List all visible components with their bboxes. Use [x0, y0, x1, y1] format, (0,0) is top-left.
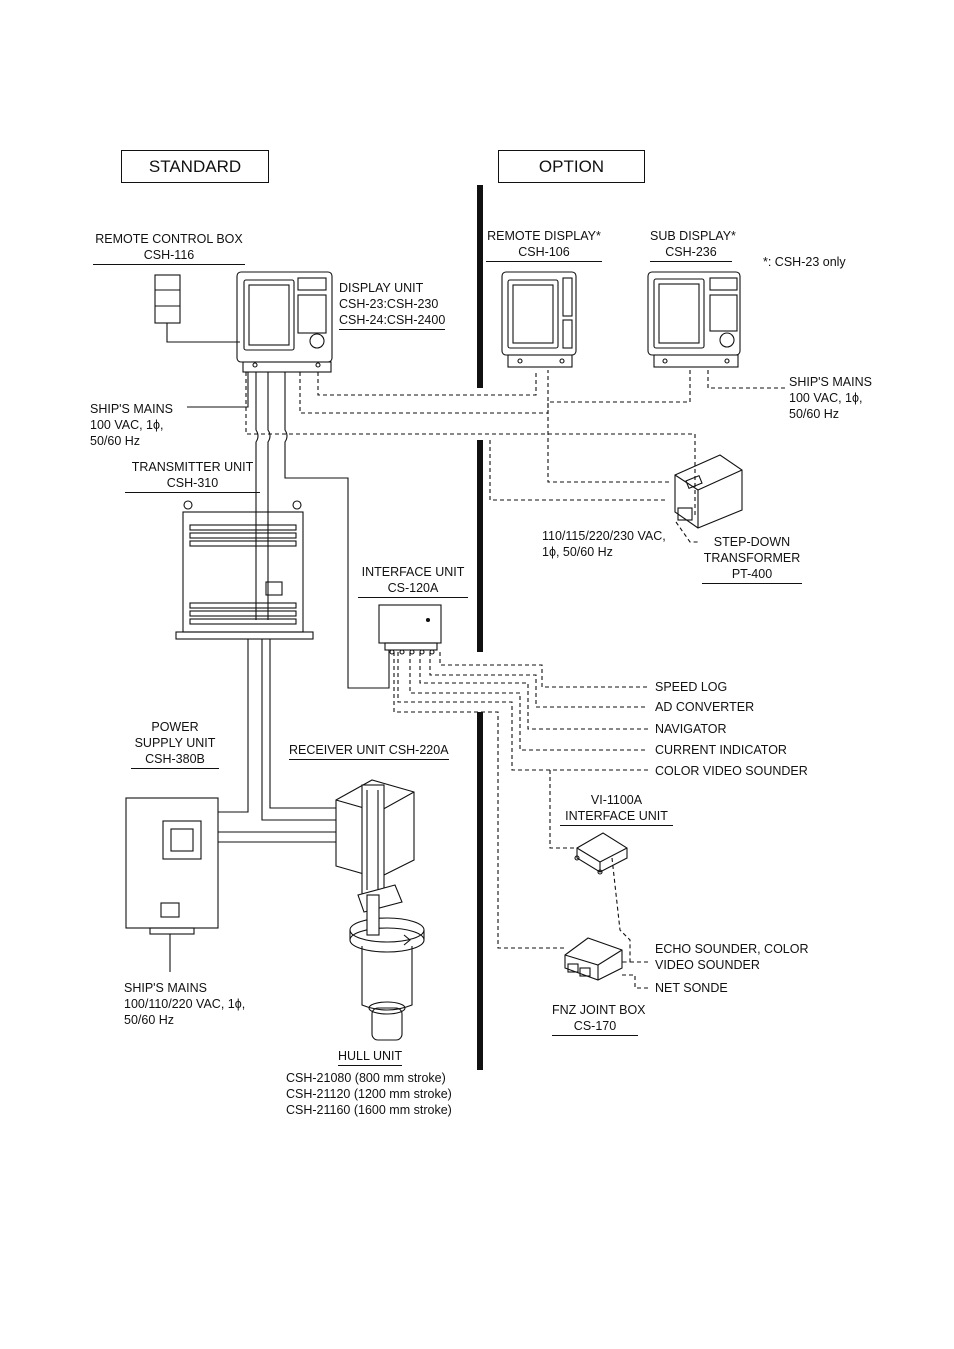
- external-device-color-video-sounder: COLOR VIDEO SOUNDER: [655, 764, 808, 778]
- fnz-joint-box-label: FNZ JOINT BOX CS-170: [552, 1002, 646, 1036]
- remote-control-box-drawing: [154, 274, 240, 343]
- display-unit-model-b: CSH-24:CSH-2400: [339, 312, 446, 330]
- display-unit-drawing: [236, 271, 333, 373]
- remote-control-box-title: REMOTE CONTROL BOX: [95, 232, 243, 246]
- interface-unit-title: INTERFACE UNIT: [361, 565, 465, 579]
- display-unit-title: DISPLAY UNIT: [339, 281, 424, 295]
- fnz-joint-box-title: FNZ JOINT BOX: [552, 1003, 646, 1017]
- step-down-line1: STEP-DOWN: [713, 535, 791, 549]
- external-device-ad-converter: AD CONVERTER: [655, 700, 755, 714]
- hull-unit-variant: CSH-21160 (1600 mm stroke): [286, 1103, 452, 1117]
- transmitter-unit-drawing: [175, 500, 314, 640]
- vi-interface-line2: INTERFACE UNIT: [565, 809, 668, 823]
- step-down-model: PT-400: [731, 567, 773, 581]
- receiver-unit-label: RECEIVER UNIT CSH-220A: [289, 742, 449, 760]
- external-device-speed-log: SPEED LOG: [655, 680, 728, 694]
- transformer-input-line1: 110/115/220/230 VAC,: [542, 529, 666, 543]
- fnz-joint-box-model: CS-170: [573, 1019, 617, 1033]
- hull-unit-variant: CSH-21120 (1200 mm stroke): [286, 1087, 452, 1101]
- mains-left-line2: 100 VAC, 1ϕ,: [90, 418, 164, 432]
- vi-interface-line1: VI-1100A: [590, 793, 643, 807]
- mains-left-line1: SHIP'S MAINS: [90, 402, 173, 416]
- mains-right-line3: 50/60 Hz: [789, 407, 840, 421]
- mains-bottom-label: SHIP'S MAINS 100/110/220 VAC, 1ϕ, 50/60 …: [124, 980, 245, 1028]
- remote-display-title: REMOTE DISPLAY*: [487, 229, 601, 243]
- transformer-input-line2: 1ϕ, 50/60 Hz: [542, 545, 613, 559]
- power-supply-model: CSH-380B: [145, 752, 205, 766]
- interface-unit-label: INTERFACE UNIT CS-120A: [358, 564, 468, 598]
- remote-control-box-label: REMOTE CONTROL BOX CSH-116: [93, 231, 245, 265]
- sub-display-model: CSH-236: [665, 245, 717, 259]
- sub-display-title: SUB DISPLAY*: [650, 229, 736, 243]
- display-unit-model-a: CSH-23:CSH-230: [339, 297, 439, 311]
- hull-unit-title: HULL UNIT: [338, 1048, 403, 1066]
- power-supply-line2: SUPPLY UNIT: [134, 736, 216, 750]
- step-down-line2: TRANSFORMER: [703, 551, 801, 565]
- interface-unit-drawing: [378, 604, 442, 655]
- solid-cables-bottom: [218, 639, 336, 843]
- divider-bars: [477, 185, 483, 1070]
- fnz-joint-box-drawing: [564, 937, 623, 981]
- remote-control-box-model: CSH-116: [143, 248, 195, 262]
- step-down-transformer-drawing: [674, 454, 743, 529]
- power-supply-drawing: [125, 797, 219, 972]
- net-sonde-label: NET SONDE: [655, 981, 728, 995]
- remote-display-drawing: [501, 271, 577, 368]
- mains-right-line1: SHIP'S MAINS: [789, 375, 872, 389]
- mains-bottom-line1: SHIP'S MAINS: [124, 981, 207, 995]
- remote-display-model: CSH-106: [518, 245, 570, 259]
- power-supply-line1: POWER: [151, 720, 199, 734]
- interface-unit-model: CS-120A: [387, 581, 439, 595]
- transmitter-unit-label: TRANSMITTER UNIT CSH-310: [125, 459, 260, 493]
- step-down-label: STEP-DOWN TRANSFORMER PT-400: [702, 534, 802, 584]
- mains-bottom-line2: 100/110/220 VAC, 1ϕ,: [124, 997, 246, 1011]
- sub-display-drawing: [647, 271, 741, 368]
- mains-left-label: SHIP'S MAINS 100 VAC, 1ϕ, 50/60 Hz: [90, 401, 173, 449]
- echo-sounder-label: ECHO SOUNDER, COLOR VIDEO SOUNDER: [655, 941, 809, 973]
- mains-right-label: SHIP'S MAINS 100 VAC, 1ϕ, 50/60 Hz: [789, 374, 872, 422]
- echo-sounder-line1: ECHO SOUNDER, COLOR: [655, 942, 809, 956]
- mains-left-line3: 50/60 Hz: [90, 434, 141, 448]
- mains-right-line2: 100 VAC, 1ϕ,: [789, 391, 863, 405]
- transmitter-unit-model: CSH-310: [166, 476, 219, 490]
- sub-display-label: SUB DISPLAY* CSH-236: [650, 228, 736, 262]
- transmitter-unit-title: TRANSMITTER UNIT: [131, 460, 254, 474]
- dashed-cables-top: [245, 370, 785, 543]
- hull-unit-variants: CSH-21080 (800 mm stroke) CSH-21120 (120…: [286, 1070, 452, 1118]
- mains-bottom-line3: 50/60 Hz: [124, 1013, 175, 1027]
- solid-cables-top: [187, 372, 390, 689]
- power-supply-label: POWER SUPPLY UNIT CSH-380B: [131, 719, 219, 769]
- vi-interface-label: VI-1100A INTERFACE UNIT: [560, 792, 673, 826]
- receiver-unit-title: RECEIVER UNIT CSH-220A: [289, 743, 449, 757]
- external-device-current-indicator: CURRENT INDICATOR: [655, 743, 787, 757]
- transformer-input-label: 110/115/220/230 VAC, 1ϕ, 50/60 Hz: [542, 528, 666, 560]
- standard-header: STANDARD: [121, 150, 269, 183]
- display-unit-label: DISPLAY UNIT CSH-23:CSH-230 CSH-24:CSH-2…: [339, 280, 446, 330]
- remote-display-label: REMOTE DISPLAY* CSH-106: [486, 228, 602, 262]
- receiver-hull-drawing: [335, 779, 425, 1041]
- vi-interface-drawing: [574, 832, 628, 875]
- echo-sounder-line2: VIDEO SOUNDER: [655, 958, 760, 972]
- hull-unit-variant: CSH-21080 (800 mm stroke): [286, 1071, 446, 1085]
- interface-dashed-cables: [393, 652, 648, 989]
- footnote: *: CSH-23 only: [763, 255, 846, 269]
- option-header: OPTION: [498, 150, 645, 183]
- external-device-navigator: NAVIGATOR: [655, 722, 727, 736]
